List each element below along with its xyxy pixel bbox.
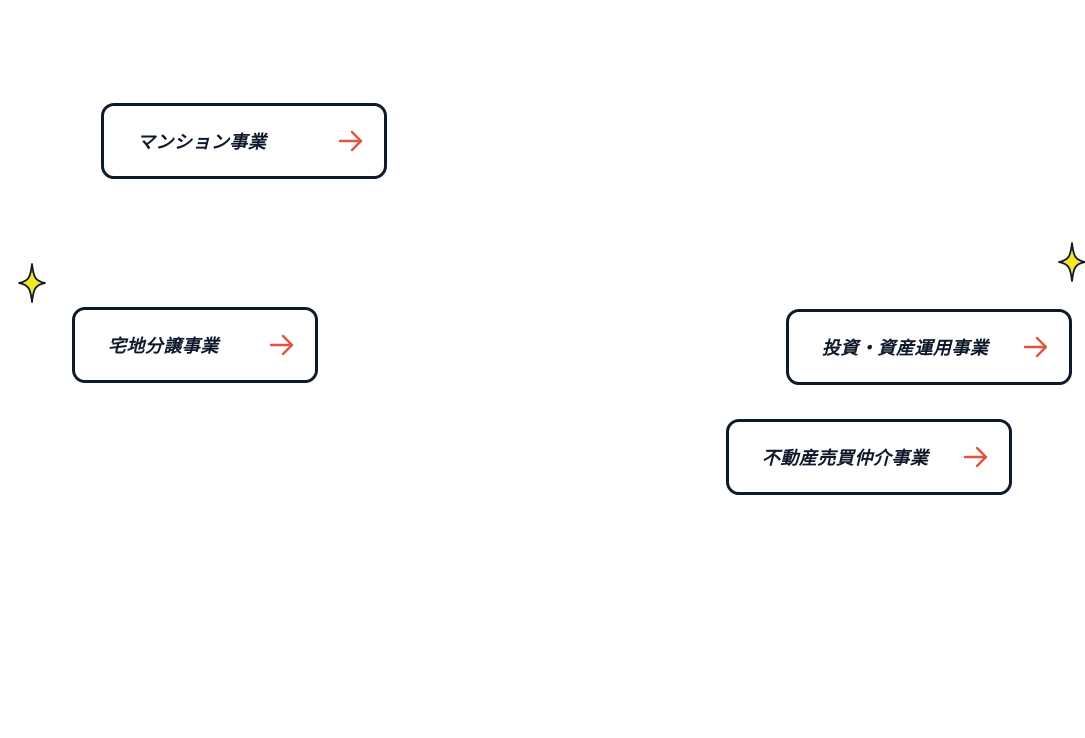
arrow-right-icon [338,130,363,152]
mansion-business-button[interactable]: マンション事業 [101,103,387,179]
real-estate-brokerage-button[interactable]: 不動産売買仲介事業 [726,419,1012,495]
investment-asset-management-button[interactable]: 投資・資産運用事業 [786,309,1072,385]
button-label: 宅地分譲事業 [108,336,219,357]
button-label: マンション事業 [137,132,267,153]
arrow-right-icon [1023,336,1048,358]
residential-land-business-button[interactable]: 宅地分譲事業 [72,307,318,383]
arrow-right-icon [963,446,988,468]
arrow-right-icon [269,334,294,356]
button-label: 投資・資産運用事業 [822,338,989,359]
button-label: 不動産売買仲介事業 [762,448,929,469]
sparkle-icon [1058,242,1085,282]
sparkle-icon [18,263,46,303]
